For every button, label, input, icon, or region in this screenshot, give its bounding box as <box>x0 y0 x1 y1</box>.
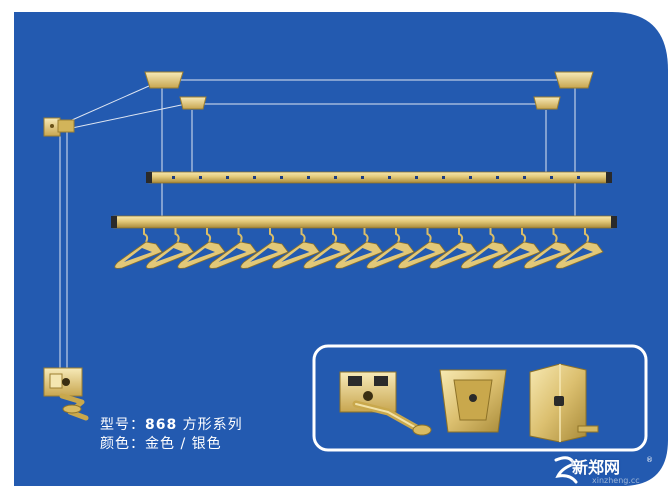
square-tube-icon <box>529 363 599 443</box>
hanger <box>397 228 447 269</box>
watermark-logo-icon <box>554 456 578 484</box>
model-label: 型号： <box>100 417 145 433</box>
rail-hole <box>199 176 202 179</box>
rail-hole <box>226 176 229 179</box>
rail-hole <box>388 176 391 179</box>
model-row: 型号：868 方形系列 <box>100 416 243 435</box>
hanger <box>523 228 573 269</box>
hanger <box>429 228 478 269</box>
hanger <box>240 228 289 269</box>
model-series: 方形系列 <box>177 417 243 433</box>
hanger <box>366 228 415 269</box>
lower-rail-icon <box>111 215 617 229</box>
rail-hole <box>577 176 580 179</box>
cables <box>59 79 576 372</box>
hanger <box>460 228 510 269</box>
hanger <box>114 228 163 269</box>
hanger <box>208 228 258 269</box>
hanger <box>492 228 541 269</box>
rail-hole <box>172 176 175 179</box>
hanger <box>145 228 195 269</box>
color-options: 金色 / 银色 <box>145 436 222 452</box>
hanger-icon <box>114 228 604 269</box>
watermark-domain: xinzheng.cc <box>592 476 640 485</box>
crank-detail-icon <box>339 371 432 436</box>
wall-pulley-icon <box>43 117 75 137</box>
watermark-registered: ® <box>646 456 653 464</box>
hanger <box>555 228 604 269</box>
site-watermark: 新郑网 ® xinzheng.cc <box>550 452 666 492</box>
rail-hole <box>523 176 526 179</box>
hanger <box>177 228 226 269</box>
hanger <box>334 228 384 269</box>
rail-hole <box>280 176 283 179</box>
hanger <box>303 228 352 269</box>
rail-hole <box>334 176 337 179</box>
color-row: 颜色：金色 / 银色 <box>100 435 243 454</box>
color-label: 颜色： <box>100 436 145 452</box>
rail-hole <box>469 176 472 179</box>
hanger <box>271 228 321 269</box>
rail-hole <box>442 176 445 179</box>
model-number: 868 <box>145 417 178 433</box>
upper-rail-icon <box>146 171 612 184</box>
rail-hole <box>496 176 499 179</box>
rail-hole <box>361 176 364 179</box>
rail-hole <box>550 176 553 179</box>
detail-inset <box>312 344 648 452</box>
upper-rail-holes <box>172 176 580 179</box>
rail-hole <box>307 176 310 179</box>
rail-hole <box>415 176 418 179</box>
watermark-brand: 新郑网 <box>572 458 621 477</box>
product-caption: 型号：868 方形系列 颜色：金色 / 银色 <box>100 416 243 454</box>
square-mount-icon <box>439 369 507 433</box>
crank-handle-icon <box>43 367 89 421</box>
ceiling-mount-icon <box>144 71 594 110</box>
rail-hole <box>253 176 256 179</box>
